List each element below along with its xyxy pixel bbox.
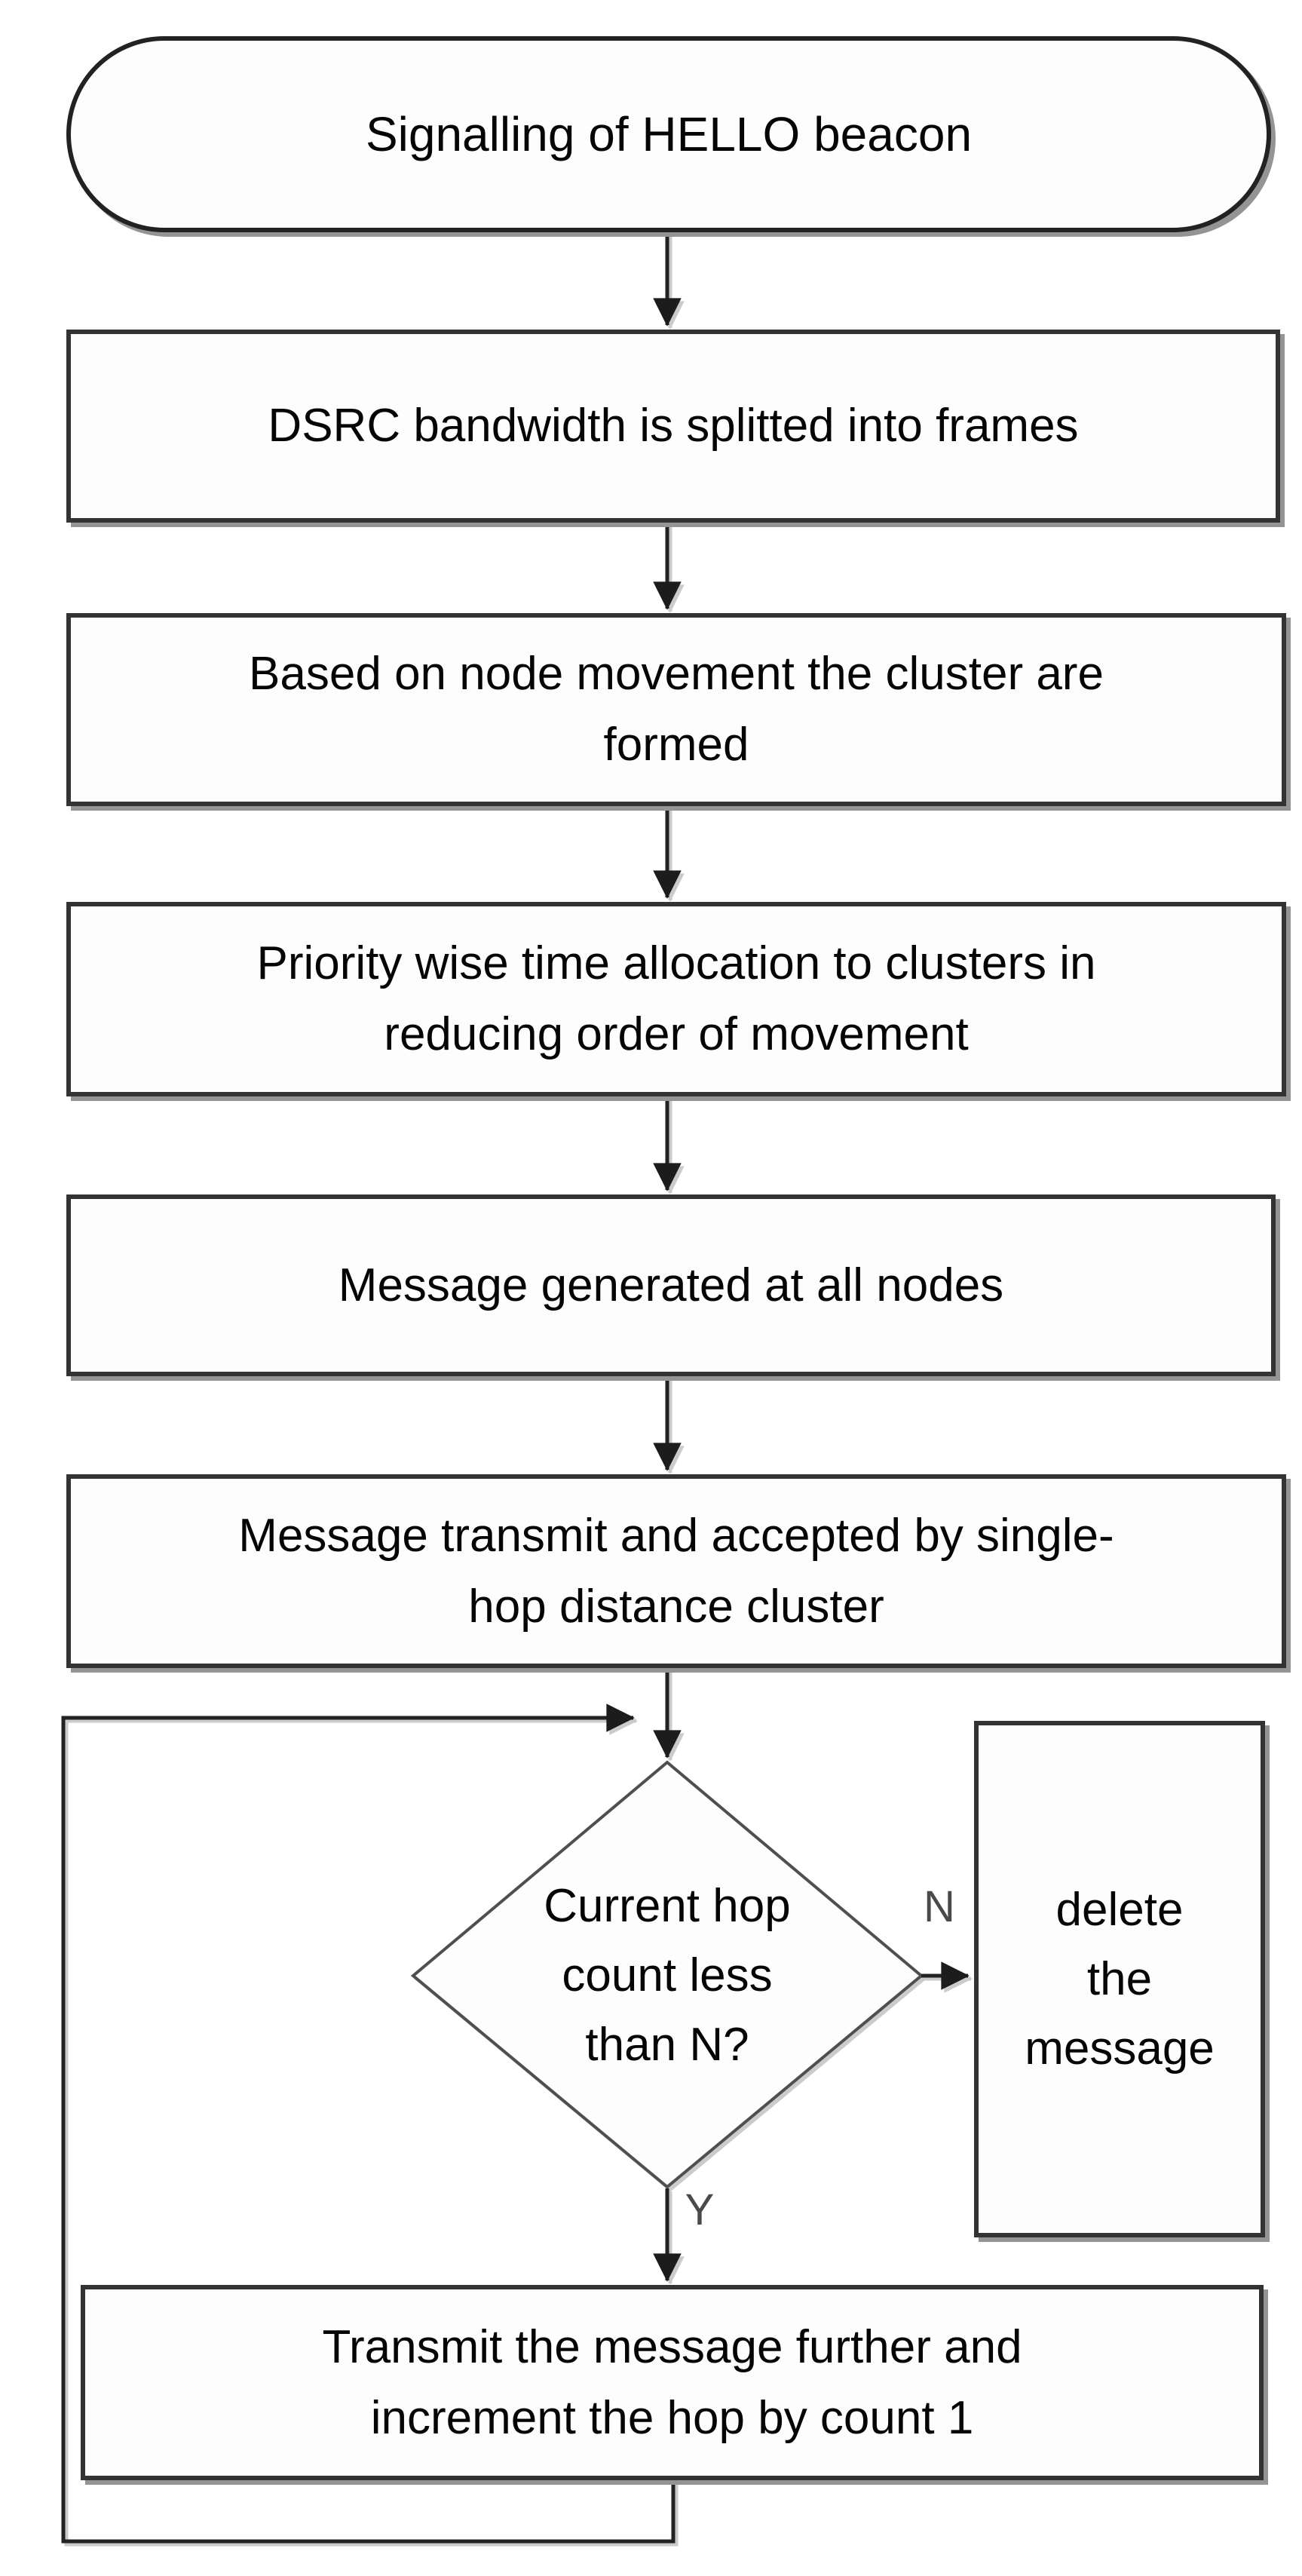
node-line: increment the hop by count 1 (370, 2391, 974, 2444)
node-line: reducing order of movement (384, 1008, 969, 1060)
process-generate-message: Message generated at all nodes (66, 1194, 1276, 1376)
process-form-clusters: Based on node movement the cluster are f… (66, 613, 1286, 806)
edge-label-n: N (909, 1880, 970, 1933)
node-line: Transmit the message further and (322, 2320, 1022, 2373)
node-line: Current hop (544, 1880, 791, 1932)
node-line: message (1025, 2022, 1215, 2075)
process-delete-message: delete the message (974, 1721, 1265, 2237)
process-transmit-increment: Transmit the message further and increme… (81, 2285, 1264, 2480)
node-line: the (1086, 1952, 1153, 2005)
node-line: Message generated at all nodes (338, 1259, 1004, 1311)
edge-label-y: Y (669, 2183, 730, 2236)
node-line: Priority wise time allocation to cluster… (256, 937, 1096, 989)
node-line: delete (1055, 1883, 1184, 1936)
node-line: formed (603, 719, 749, 771)
start-terminator: Signalling of HELLO beacon (66, 36, 1271, 232)
process-transmit-single-hop: Message transmit and accepted by single-… (66, 1474, 1286, 1668)
node-line: count less (562, 1949, 773, 2001)
node-line: than N? (585, 2019, 749, 2071)
process-split-bandwidth: DSRC bandwidth is splitted into frames (66, 330, 1280, 523)
node-line: Signalling of HELLO beacon (365, 107, 973, 161)
process-priority-allocation: Priority wise time allocation to cluster… (66, 902, 1286, 1096)
decision-hop-count: Current hop count less than N? (441, 1870, 893, 2081)
node-line: DSRC bandwidth is splitted into frames (268, 400, 1079, 452)
node-line: hop distance cluster (468, 1580, 884, 1633)
node-line: Based on node movement the cluster are (249, 648, 1104, 700)
edge-label-text: Y (685, 2185, 715, 2234)
node-line: Message transmit and accepted by single- (238, 1509, 1114, 1562)
edge-label-text: N (924, 1881, 955, 1931)
